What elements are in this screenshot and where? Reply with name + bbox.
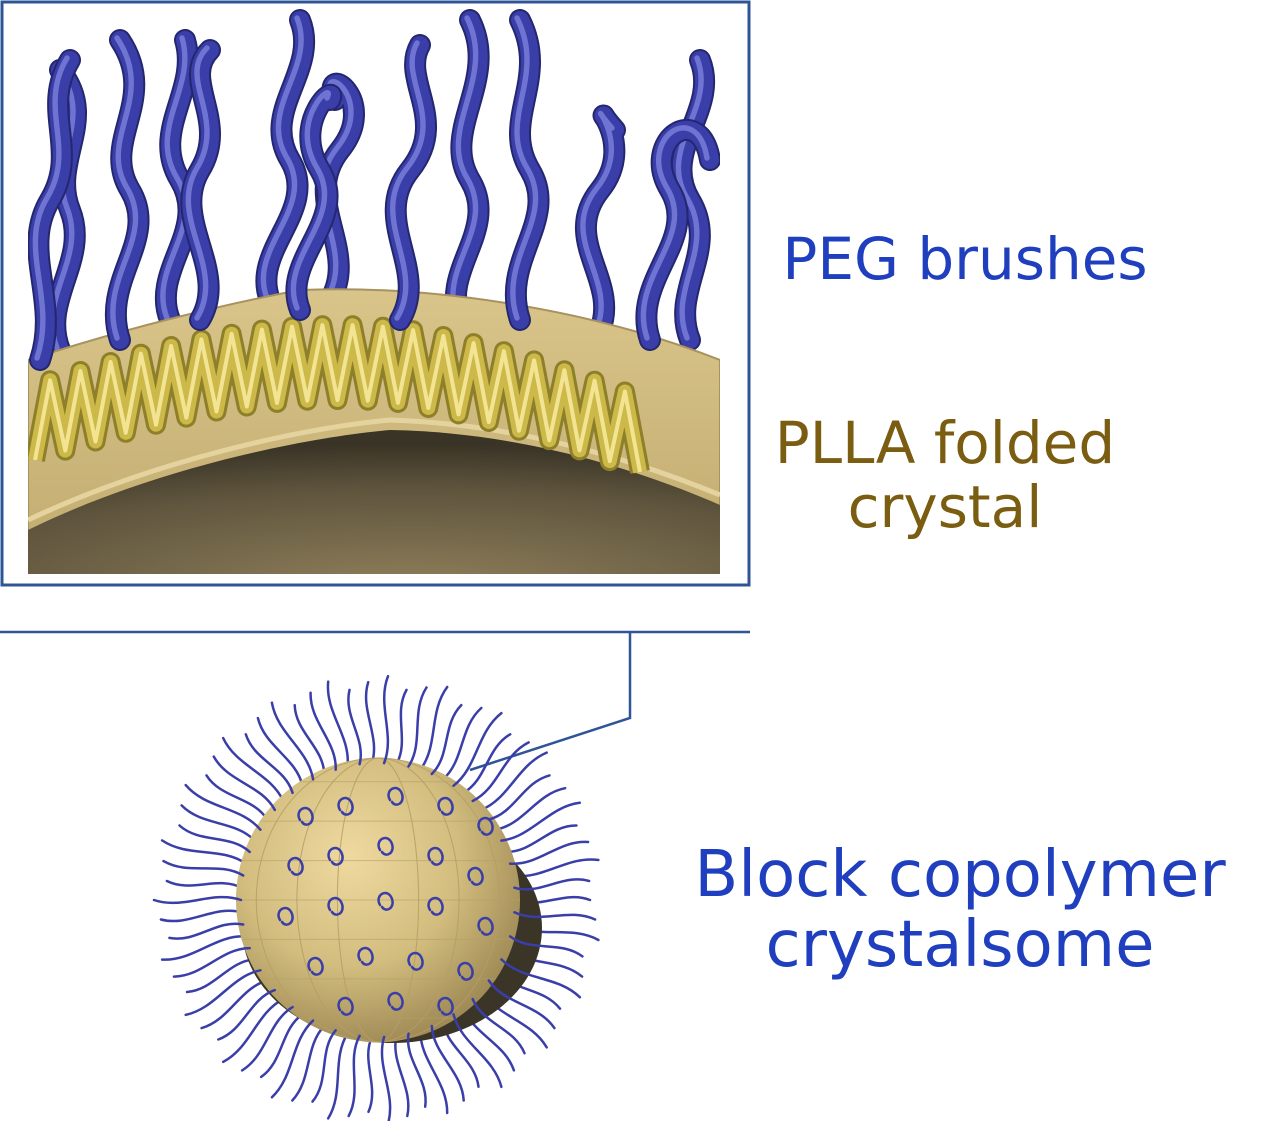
sphere-facets bbox=[236, 757, 520, 1043]
inner-cavity bbox=[28, 430, 720, 574]
peg-chain-back-6 bbox=[670, 49, 716, 351]
peg-chain-back-3 bbox=[314, 73, 365, 311]
peg-chain-back-2 bbox=[255, 9, 316, 311]
peg-chain-back-4 bbox=[444, 9, 490, 331]
peg-chain-front-1 bbox=[104, 29, 150, 351]
zoom-connector bbox=[0, 630, 750, 772]
peg-chain-front-6 bbox=[635, 119, 720, 351]
peg-chain-front-3 bbox=[285, 83, 342, 321]
peg-chain-front-2 bbox=[180, 39, 221, 331]
peg-chain-front-0 bbox=[28, 49, 81, 371]
zoom-inset bbox=[0, 0, 751, 587]
label-block-copolymer-crystalsome: Block copolymer crystalsome bbox=[660, 840, 1260, 981]
label-peg-brushes: PEG brushes bbox=[760, 225, 1170, 293]
plla-folded-chain bbox=[28, 315, 650, 474]
label-plla-folded-crystal: PLLA folded crystal bbox=[735, 409, 1155, 541]
label-peg-text: PEG brushes bbox=[782, 225, 1148, 293]
surface-peg-curls bbox=[277, 786, 494, 1016]
peg-chains-front bbox=[28, 9, 720, 371]
label-plla-line1: PLLA folded bbox=[774, 409, 1116, 477]
zoom-frame bbox=[0, 0, 751, 587]
peg-chain-back-5 bbox=[575, 104, 626, 341]
label-crystalsome-line2: crystalsome bbox=[765, 908, 1155, 983]
peg-chain-front-5 bbox=[504, 9, 550, 331]
peg-chain-front-4 bbox=[384, 34, 437, 331]
peg-chain-back-1 bbox=[154, 29, 200, 331]
label-plla-line2: crystal bbox=[847, 472, 1043, 541]
label-crystalsome-line1: Block copolymer bbox=[694, 838, 1226, 912]
crystalsome bbox=[152, 674, 600, 1121]
